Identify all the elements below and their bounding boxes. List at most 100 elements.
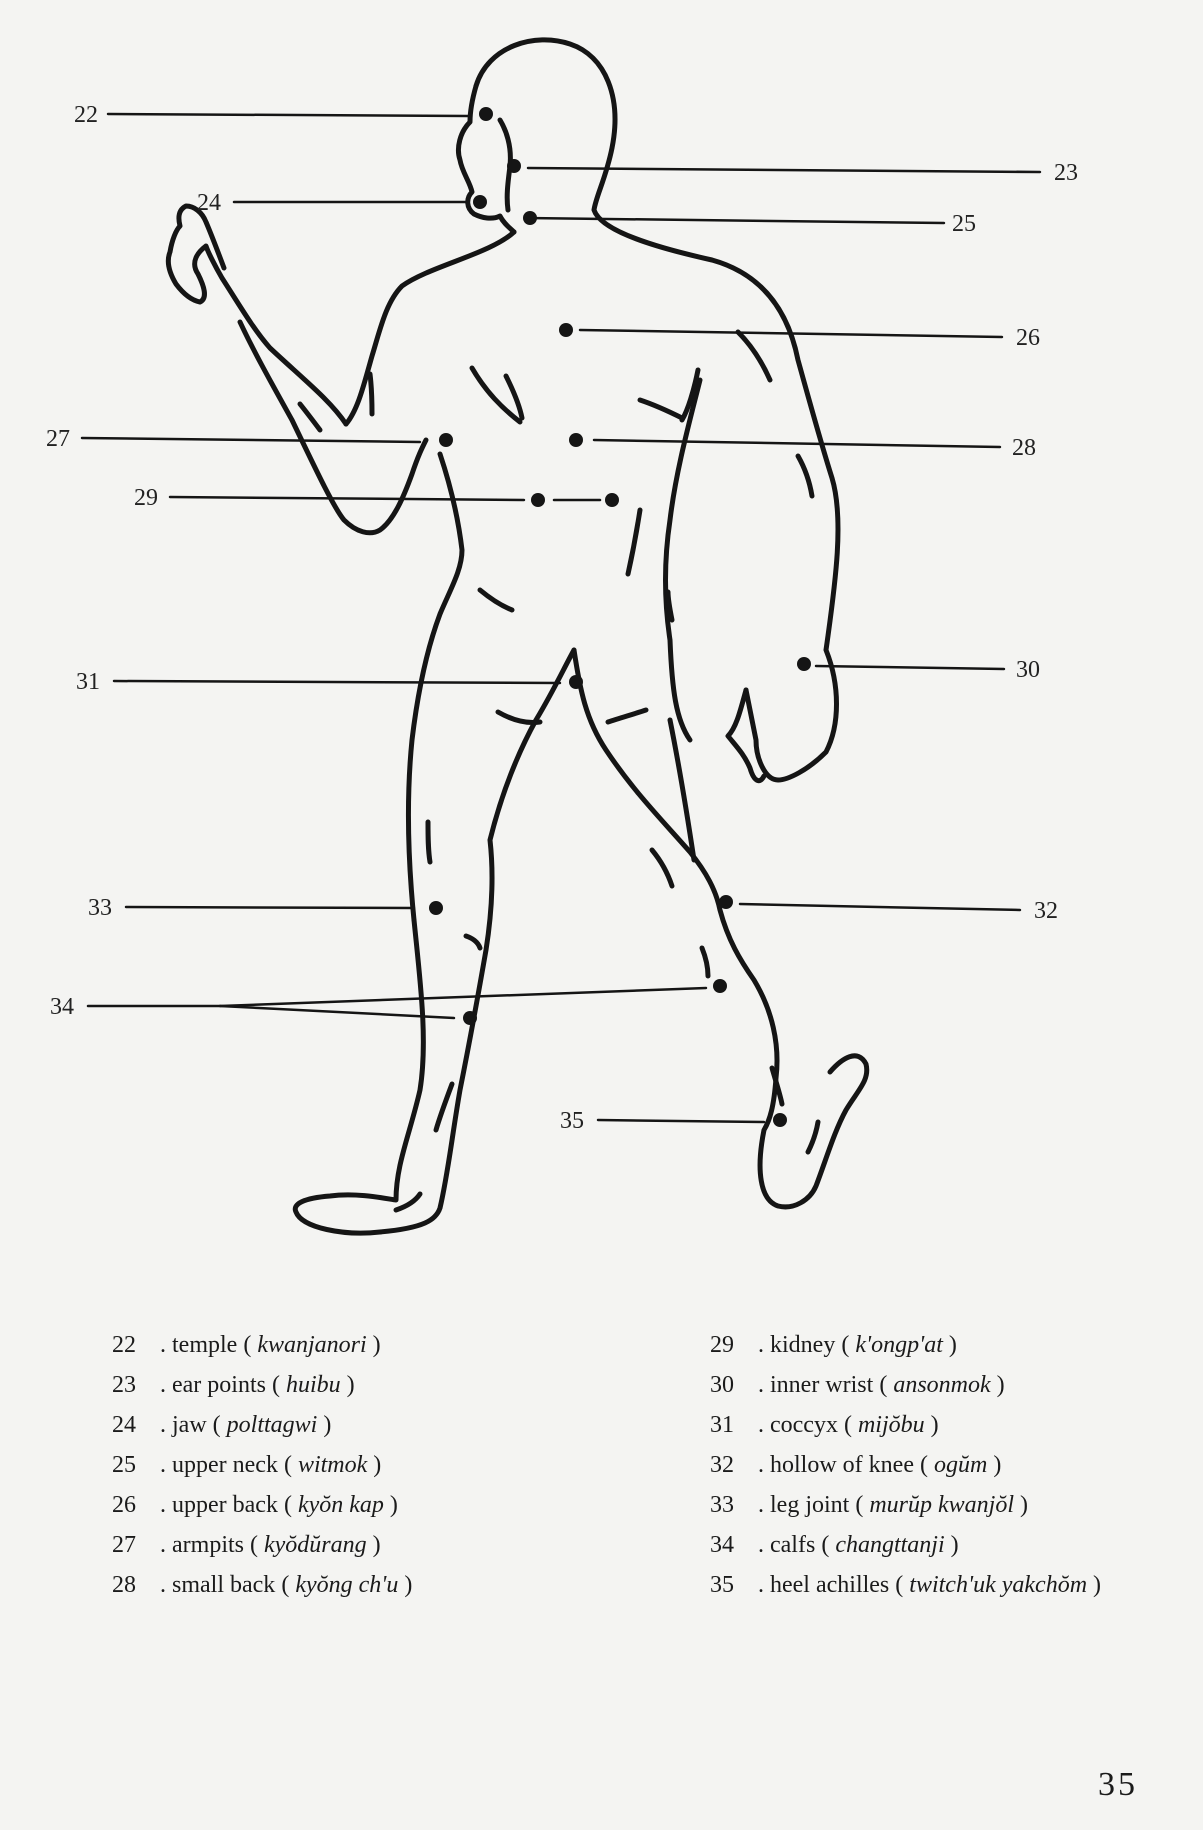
muscle-marks [297, 329, 821, 1213]
raised-arm-outline [165, 203, 349, 427]
legend-item-24: 24. jaw ( polttagwi ) [112, 1412, 332, 1438]
legend-item-30: 30. inner wrist ( ansonmok ) [710, 1372, 1005, 1398]
face-profile [455, 83, 517, 235]
ankle-mark-right [805, 1119, 821, 1155]
callout-number-26: 26 [1016, 325, 1040, 351]
shoulder-blade-left [469, 365, 523, 425]
callout-number-31: 31 [76, 669, 100, 695]
left-torso-outline [405, 451, 465, 923]
waist-mark-right [625, 507, 643, 577]
leader-line-26-0 [578, 328, 1004, 339]
legend-item-29: 29. kidney ( k'ongp'at ) [710, 1332, 957, 1358]
legend-item-25: 25. upper neck ( witmok ) [112, 1452, 382, 1478]
spine-mark [503, 373, 525, 421]
callout-number-22: 22 [74, 102, 98, 128]
leader-line-35-0 [596, 1118, 766, 1124]
callout-number-23: 23 [1054, 160, 1078, 186]
legend-item-35: 35. heel achilles ( twitch'uk yakchŏm ) [710, 1572, 1102, 1598]
legend-item-27: 27. armpits ( kyŏdŭrang ) [112, 1532, 381, 1558]
point-dot-31-0 [569, 675, 583, 689]
right-torso-outline [663, 377, 703, 743]
point-dot-27-0 [439, 433, 453, 447]
callout-number-30: 30 [1016, 657, 1040, 683]
callout-number-28: 28 [1012, 435, 1036, 461]
point-dots [429, 107, 811, 1127]
calf-mark-left [433, 1081, 455, 1133]
leader-line-23-0 [526, 166, 1042, 174]
leader-lines [80, 112, 1042, 1124]
legend-item-34: 34. calfs ( changttanji ) [710, 1532, 959, 1558]
rib-mark-left [297, 401, 323, 433]
leader-line-30-0 [814, 664, 1006, 671]
page-number: 35 [1098, 1766, 1138, 1803]
callout-number-27: 27 [46, 426, 70, 452]
point-dot-23-0 [507, 159, 521, 173]
foot-mark-left [393, 1191, 423, 1213]
leader-line-28-0 [592, 438, 1002, 449]
callout-number-34: 34 [50, 994, 74, 1020]
thigh-mark-right [649, 847, 675, 889]
leader-line-32-0 [738, 902, 1022, 912]
arm-mark [735, 329, 773, 383]
right-leg-outline [571, 647, 870, 1210]
leader-line-29-0 [168, 495, 526, 502]
head-outline [473, 37, 841, 783]
point-dot-35-0 [773, 1113, 787, 1127]
buttock-right [605, 707, 649, 725]
point-dot-33-0 [429, 901, 443, 915]
callout-number-24: 24 [197, 190, 221, 216]
point-dot-29-0 [531, 493, 545, 507]
buttock-left [495, 709, 543, 725]
point-dot-25-0 [523, 211, 537, 225]
knee-mark-left [463, 933, 483, 951]
callout-number-33: 33 [88, 895, 112, 921]
point-dot-34-1 [713, 979, 727, 993]
waist-mark-left [477, 587, 515, 613]
legend-item-31: 31. coccyx ( mijŏbu ) [710, 1412, 939, 1438]
leader-line-34-2 [218, 986, 708, 1008]
point-dot-30-0 [797, 657, 811, 671]
point-dot-26-0 [559, 323, 573, 337]
forearm-inner [237, 319, 429, 536]
legend-item-23: 23. ear points ( huibu ) [112, 1372, 355, 1398]
callout-numbers: 22 23 24 25 26 27 28 29 30 31 32 33 34 35 [46, 102, 1078, 1134]
leader-line-31-0 [112, 679, 562, 685]
point-dot-22-0 [479, 107, 493, 121]
knee-mark-right [699, 945, 711, 979]
legend-item-32: 32. hollow of knee ( ogŭm ) [710, 1452, 1002, 1478]
left-leg-outline [292, 647, 577, 1236]
leader-line-33-0 [124, 905, 416, 910]
right-inner-leg [667, 717, 697, 863]
body-outline [165, 37, 870, 1236]
legend-item-26: 26. upper back ( kyŏn kap ) [112, 1492, 398, 1518]
back-mark-right [679, 367, 701, 423]
right-hand-outline [725, 687, 767, 784]
point-dot-28-0 [569, 433, 583, 447]
callout-number-32: 32 [1034, 898, 1058, 924]
point-dot-32-0 [719, 895, 733, 909]
leader-line-25-0 [524, 216, 946, 225]
elbow-mark [795, 453, 815, 499]
legend-column-right: 29. kidney ( k'ongp'at ) 30. inner wrist… [710, 1325, 1101, 1605]
legend-item-28: 28. small back ( kyŏng ch'u ) [112, 1572, 413, 1598]
leader-line-27-0 [80, 436, 422, 444]
shoulder-blade-right [637, 397, 685, 421]
thigh-mark-left [425, 819, 433, 865]
leader-line-34-1 [218, 1004, 456, 1020]
point-dot-24-0 [473, 195, 487, 209]
point-dot-34-0 [463, 1011, 477, 1025]
legend-item-22: 22. temple ( kwanjanori ) [112, 1332, 381, 1358]
callout-number-35: 35 [560, 1108, 584, 1134]
point-dot-29-1 [605, 493, 619, 507]
callout-number-29: 29 [134, 485, 158, 511]
calf-mark-right [769, 1065, 785, 1107]
hip-mark-right [665, 589, 675, 623]
rib-mark-right [367, 371, 375, 417]
left-shoulder-outline [343, 229, 517, 427]
legend-column-left: 22. temple ( kwanjanori ) 23. ear points… [112, 1325, 412, 1605]
leader-line-22-0 [106, 112, 470, 118]
legend-item-33: 33. leg joint ( murŭp kwanjŏl ) [710, 1492, 1028, 1518]
callout-number-25: 25 [952, 211, 976, 237]
